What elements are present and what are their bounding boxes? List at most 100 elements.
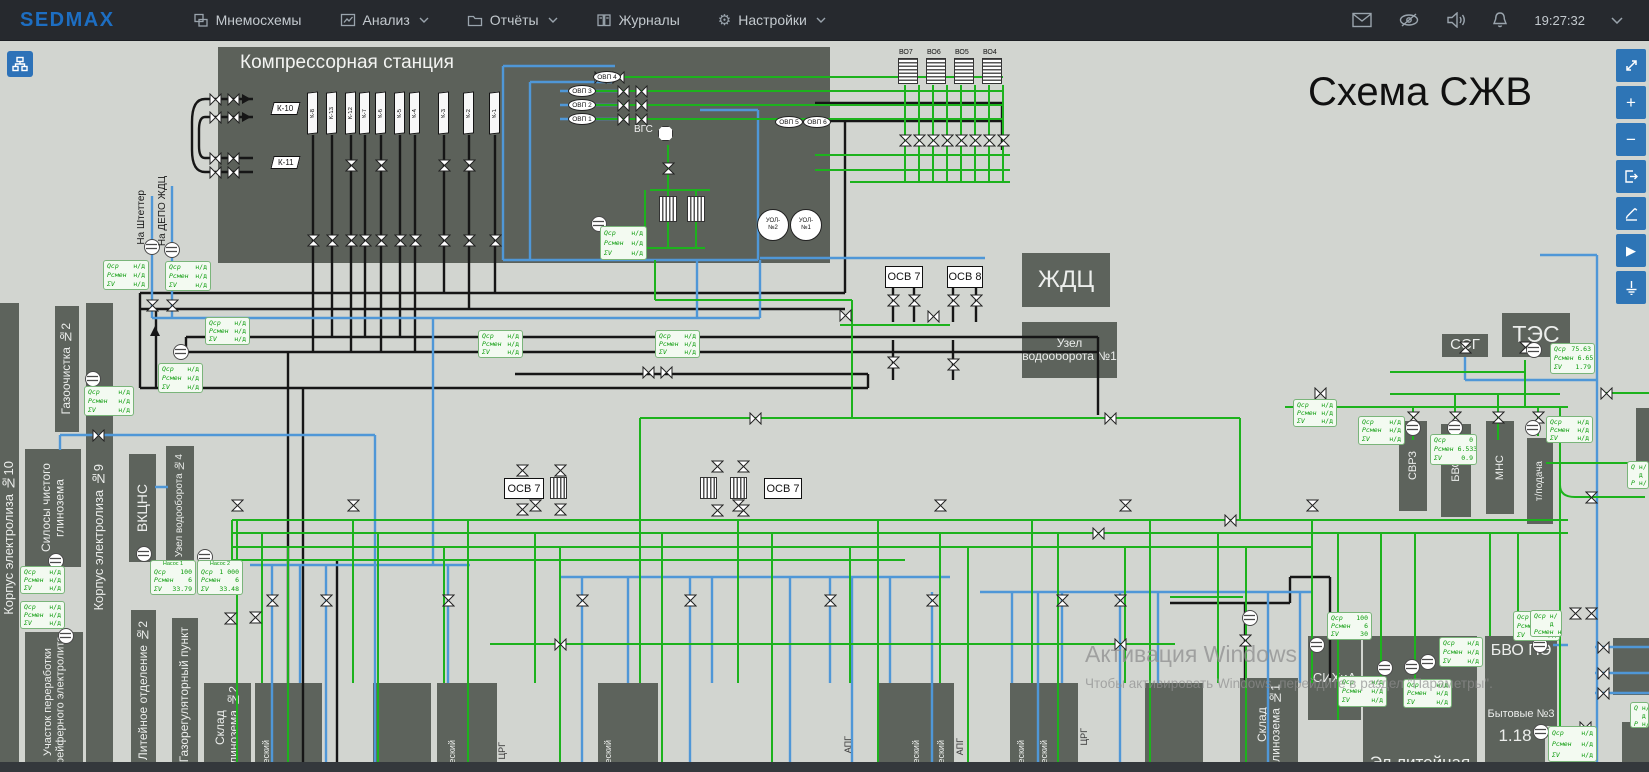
menu-item-journals[interactable]: Журналы [596, 12, 680, 28]
valve-icon [946, 358, 961, 371]
valve-icon [635, 98, 648, 113]
unit-block-b1: технологическийЦРГАПГ [255, 683, 322, 772]
pipe-label-text: ЦРГ [497, 742, 507, 760]
heat-exchanger-icon [687, 196, 705, 222]
valve-icon [209, 151, 222, 166]
param-label: Рсмен [169, 271, 189, 280]
menu-item-reports[interactable]: Отчёты [467, 12, 558, 28]
valve-icon [933, 499, 948, 512]
analysis-icon [340, 13, 355, 27]
param-value: н/д [1321, 401, 1333, 409]
menu-label: Настройки [738, 12, 807, 28]
valve-icon [925, 594, 940, 607]
param-value: н/д [118, 405, 130, 414]
valve-icon [374, 234, 389, 247]
valve-icon [408, 234, 423, 247]
top-menu-bar: SEDMAX Мнемосхемы Анализ Отчёты Журналы … [0, 0, 1649, 41]
valve-icon [886, 356, 901, 369]
param-label: ΣV [169, 280, 177, 289]
vgs-node [658, 126, 673, 141]
scheme-tree-button[interactable] [7, 51, 33, 77]
param-label: Рсмен [482, 340, 502, 349]
valve-icon [617, 98, 630, 113]
param-label: Qср [1434, 436, 1446, 445]
param-label: Qср [107, 262, 119, 271]
ground-button[interactable] [1616, 271, 1646, 304]
param-label: Qср [1534, 612, 1546, 620]
param-value: н/д [1467, 639, 1479, 648]
mail-icon[interactable] [1352, 12, 1373, 28]
heat-exchanger-icon [954, 58, 974, 84]
valve-icon [515, 503, 530, 516]
sitemap-icon [12, 56, 28, 72]
compressor-station-panel: Компрессорная станция [218, 47, 830, 263]
edit-button[interactable] [1616, 197, 1646, 230]
param-value: н/д [234, 319, 246, 327]
unit-block-sklad-1: Склад глинозема №1 [1240, 678, 1298, 772]
exit-view-button[interactable] [1616, 160, 1646, 193]
param-value: н/д [1581, 750, 1593, 759]
zoom-in-button[interactable]: + [1616, 86, 1646, 119]
unit-block-b4: технологическийАПГЦРГ [598, 683, 658, 772]
speaker-icon[interactable] [1446, 12, 1466, 28]
menu-item-mnemoschemes[interactable]: Мнемосхемы [193, 12, 302, 28]
fit-screen-button[interactable] [1616, 49, 1646, 82]
param-value: н/д [133, 270, 145, 279]
valve-icon [642, 365, 655, 380]
param-value: н/д [187, 382, 199, 391]
param-value: н/д [118, 396, 130, 405]
telemetry-header: Насос 2 [209, 561, 231, 568]
param-label: Рсмен [1534, 628, 1554, 637]
param-label: Qср [1552, 729, 1564, 738]
pump-icon [1533, 724, 1549, 740]
unit-block-gazoreg: Газорегуляторный пункт [172, 618, 198, 772]
bell-icon[interactable] [1492, 11, 1508, 29]
param-label: Рсмен [1331, 622, 1351, 631]
valve-icon [227, 110, 240, 125]
param-value: н/д [234, 335, 246, 344]
menu-label: Мнемосхемы [215, 12, 302, 28]
play-button[interactable]: ▶ [1616, 234, 1646, 267]
pipe-label: АПГ [955, 738, 965, 757]
param-label: Qср [1331, 614, 1343, 622]
zoom-out-button[interactable]: − [1616, 123, 1646, 156]
unit-block-mns: МНС [1486, 421, 1514, 514]
param-value: 30 [1360, 630, 1368, 639]
osv-tag: ОСВ 7 [885, 266, 923, 288]
param-value: н/д [684, 340, 696, 349]
param-value: н/д [195, 271, 207, 280]
eye-off-icon[interactable] [1398, 12, 1420, 28]
param-label: Qср [24, 603, 36, 611]
telemetry-box: Qн/дРн/дΣн/д [1627, 461, 1649, 489]
compressor: К-7 [359, 91, 370, 135]
param-label: Qср [88, 388, 100, 397]
unit-block-b3: технологическийАПГ [437, 683, 497, 772]
valve-icon [437, 159, 452, 172]
param-label: Qср [1362, 418, 1374, 427]
pump-icon [58, 628, 74, 644]
valve-icon [319, 594, 334, 607]
compressor: К-8 [307, 91, 318, 135]
unit-block-uzel-1: Узел водооборота №1 [1022, 322, 1117, 378]
param-label: ΣV [88, 405, 96, 414]
uol-circle-unit: УОЛ- №1 [790, 209, 822, 241]
menu-item-settings[interactable]: ⚙ Настройки [718, 12, 826, 28]
menu-label: Отчёты [489, 12, 539, 28]
chevron-down-icon[interactable] [1611, 16, 1623, 24]
param-value: н/д [49, 619, 61, 628]
param-label: Рсмен [604, 238, 624, 247]
param-label: Рсмен [154, 576, 174, 585]
param-label: ΣV [1407, 697, 1415, 706]
chevron-down-icon [419, 17, 429, 23]
menu-item-analysis[interactable]: Анализ [340, 12, 429, 28]
compressor: К-5 [394, 91, 405, 135]
valve-icon [227, 165, 240, 180]
valve-icon [954, 134, 969, 147]
valve-icon [617, 112, 630, 127]
